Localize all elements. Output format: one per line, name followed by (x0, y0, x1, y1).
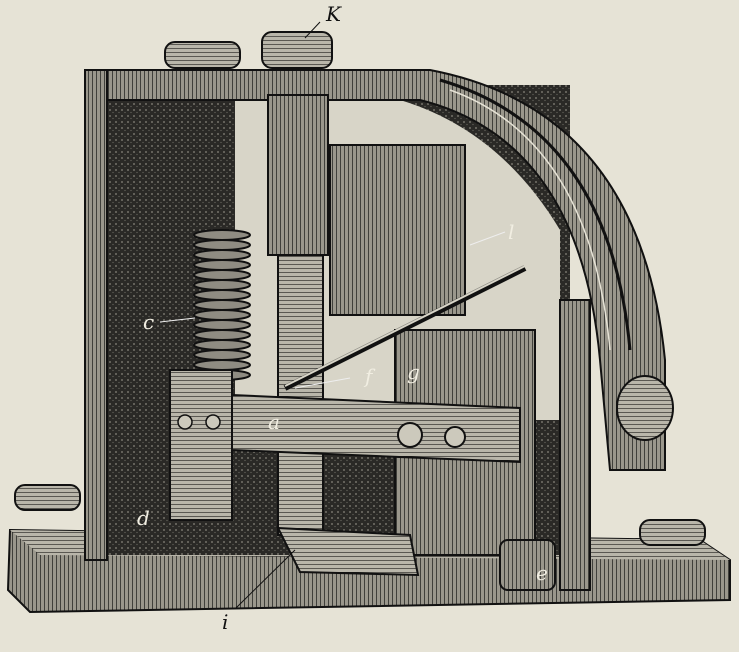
screw-icon (205, 414, 221, 430)
screw-icon (177, 414, 193, 430)
column (267, 94, 329, 256)
spring-coil (193, 259, 251, 271)
foot-knob (639, 519, 706, 546)
label-i: i (222, 610, 229, 634)
label-g: g (407, 360, 420, 384)
foot-knob (14, 484, 81, 511)
label-c: c (143, 310, 155, 334)
spring-coil (193, 329, 251, 341)
spring-coil (193, 279, 251, 291)
label-k: K (326, 2, 341, 26)
spring-coil (193, 289, 251, 301)
leader-lines (159, 21, 506, 609)
label-a: a (268, 410, 280, 434)
spring-coil (193, 249, 251, 261)
side-knob (616, 375, 674, 441)
label-l: l (508, 220, 515, 244)
spring-coil (193, 319, 251, 331)
top-knobs (164, 31, 333, 69)
wedge-i (276, 526, 420, 577)
spring-coil (193, 349, 251, 361)
spring (193, 229, 251, 381)
label-e: e (536, 561, 548, 585)
spring-coil (193, 269, 251, 281)
spring-coil (193, 359, 251, 371)
slotted-plate (169, 369, 233, 521)
rod (277, 254, 324, 536)
back-plate (329, 144, 466, 316)
spring-coil (193, 229, 251, 241)
cylinder-e (499, 539, 556, 591)
label-d: d (137, 506, 150, 530)
arched-frame (84, 69, 666, 591)
screw-icon (444, 426, 466, 448)
spring-coil (193, 299, 251, 311)
label-f: f (365, 364, 373, 388)
screw-icon (397, 422, 423, 448)
lever-f (283, 265, 527, 391)
spring-coil (193, 239, 251, 251)
spring-coil (193, 339, 251, 351)
spring-coil (193, 309, 251, 321)
